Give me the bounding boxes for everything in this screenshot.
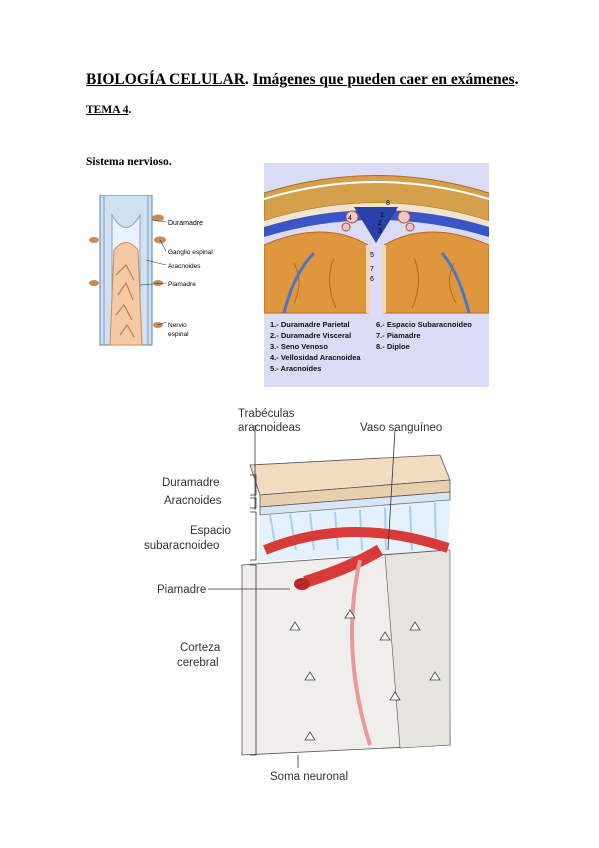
section-title: Sistema nervioso. [86, 156, 172, 168]
label-aracnoideas: aracnoideas [238, 422, 301, 434]
tema-label: TEMA 4 [86, 104, 129, 116]
label-nervio: Nervio [168, 322, 187, 329]
label-piamadre-block: Piamadre [157, 584, 206, 596]
spinal-meninges-figure: Duramadre Ganglio espinal Aracnoides Pia… [89, 195, 213, 346]
title-end: . [514, 71, 519, 88]
legend-1: 1.- Duramadre Parietal [270, 320, 350, 329]
label-cerebral: cerebral [177, 657, 219, 669]
label-piamadre: Piamadre [168, 281, 196, 288]
label-aracnoides-block: Aracnoides [164, 495, 222, 507]
document-title: BIOLOGÍA CELULAR. Imágenes que pueden ca… [86, 71, 518, 89]
title-part2: Imágenes que pueden caer en exámenes [252, 71, 515, 88]
skull-number-4: 4 [348, 215, 352, 222]
tema-end: . [128, 104, 132, 116]
skull-number-6: 6 [370, 276, 374, 283]
legend-6: 6.- Espacio Subaracnoideo [376, 320, 472, 329]
label-ganglio: Ganglio espinal [168, 249, 213, 256]
label-espacio: Espacio [190, 525, 231, 537]
legend-3: 3.- Seno Venoso [270, 342, 328, 351]
legend-2: 2.- Duramadre Visceral [270, 331, 351, 340]
legend-7: 7.- Piamadre [376, 331, 421, 340]
skull-number-3: 3 [378, 228, 382, 235]
skull-section-figure: 8 1 2 3 4 5 6 7 1.- Duramadre Parietal 2… [264, 163, 489, 387]
label-corteza: Corteza [180, 642, 221, 654]
title-part1: BIOLOGÍA CELULAR [86, 71, 245, 88]
skull-number-8: 8 [386, 200, 390, 207]
skull-number-7: 7 [370, 266, 374, 273]
label-soma-neuronal: Soma neuronal [270, 771, 348, 783]
skull-number-2: 2 [378, 220, 382, 227]
label-vaso-sanguineo: Vaso sanguíneo [360, 422, 442, 434]
meninges-block-figure: Trabéculas aracnoideas Vaso sanguíneo Du… [144, 408, 451, 783]
skull-number-5: 5 [370, 252, 374, 259]
label-duramadre: Duramadre [168, 220, 203, 227]
label-aracnoides: Aracnoides [168, 263, 201, 270]
label-espinal: espinal [168, 331, 189, 338]
legend-5: 5.- Aracnoides [270, 364, 321, 373]
skull-number-1: 1 [380, 212, 384, 219]
title-sep: . [244, 71, 249, 88]
label-trabeculas: Trabéculas [238, 408, 295, 420]
label-subaracnoideo: subaracnoideo [144, 540, 219, 552]
legend-4: 4.- Vellosidad Aracnoidea [270, 353, 361, 362]
label-duramadre-block: Duramadre [162, 477, 220, 489]
legend-8: 8.- Diploe [376, 342, 410, 351]
tema-heading: TEMA 4. [86, 104, 131, 116]
